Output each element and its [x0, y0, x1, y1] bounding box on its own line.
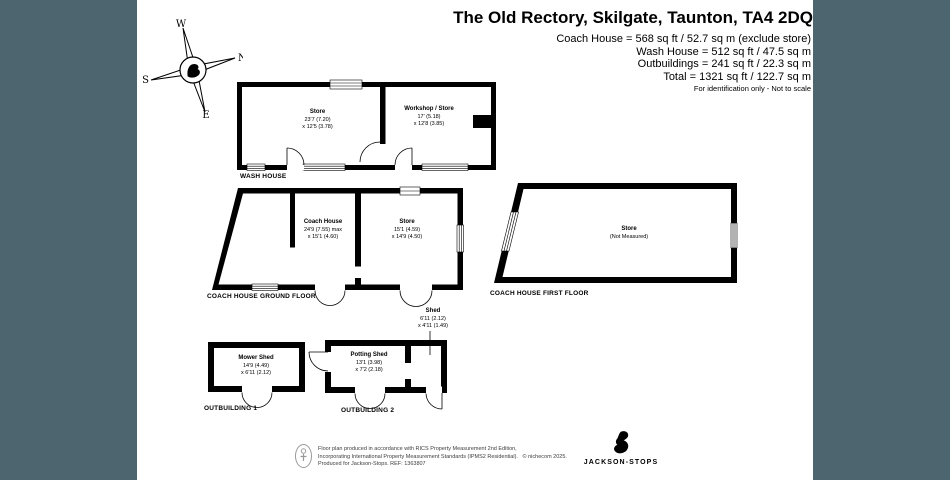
paper-background: [137, 0, 813, 480]
coach-house-first-plan: [494, 183, 738, 283]
outbuilding-2-walls: [325, 340, 447, 393]
compass-rose-icon: W N S E: [143, 19, 243, 118]
coach-house-ground-doors: [314, 283, 433, 307]
wash-house-windows: [246, 79, 469, 171]
outbuilding-2-title: OUTBUILDING 2: [341, 407, 395, 414]
compass-east-label: E: [202, 110, 209, 118]
coach-house-ground-plan: [212, 186, 464, 307]
outbuilding-2-doors: [308, 351, 443, 410]
area-summary: Coach House = 568 sq ft / 52.7 sq m (exc…: [556, 33, 811, 83]
wash-house-title: WASH HOUSE: [240, 173, 287, 180]
outbuilding-2-plan: [308, 331, 447, 410]
coach-house-ground-interior-walls: [290, 193, 361, 285]
mower-shed-label: Mower Shed 14'9 (4.49) x 6'11 (2.12): [238, 355, 274, 376]
jackson-stops-wordmark: JACKSON-STOPS: [583, 459, 659, 466]
wash-house-plan: [237, 79, 496, 171]
potting-shed-label: Potting Shed 13'1 (3.98) x 7'2 (2.18): [350, 352, 388, 373]
wash-house-workshop-label: Workshop / Store 17' (5.18) x 12'8 (3.85…: [404, 106, 454, 127]
footer-line-2: Incorporating International Property Mea…: [318, 453, 567, 460]
coach-house-first-title: COACH HOUSE FIRST FLOOR: [490, 290, 589, 297]
wash-house-doors: [286, 141, 413, 171]
footer-disclaimer: Floor plan produced in accordance with R…: [318, 446, 567, 469]
rics-person-icon: [295, 444, 312, 468]
coach-house-first-windows: [501, 211, 738, 252]
area-line-total: Total = 1321 sq ft / 122.7 sq m: [663, 70, 811, 83]
footer-copyright: © nichecom 2025.: [522, 453, 567, 460]
outbuilding-1-walls: [208, 342, 305, 392]
outbuilding-1-title: OUTBUILDING 1: [204, 405, 258, 412]
coach-house-ground-walls: [212, 188, 463, 290]
area-line-coach-house: Coach House = 568 sq ft / 52.7 sq m (exc…: [556, 33, 811, 45]
wash-house-store-label: Store 23'7 (7.20) x 12'5 (3.78): [302, 109, 333, 130]
area-line-wash-house: Wash House = 512 sq ft / 47.5 sq m: [636, 45, 811, 58]
outbuilding-1-plan: [208, 342, 305, 408]
coach-house-first-walls: [494, 183, 737, 283]
area-line-outbuildings: Outbuildings = 241 sq ft / 22.3 sq m: [637, 58, 811, 70]
identification-disclaimer: For identification only - Not to scale: [693, 84, 811, 93]
jackson-stops-bird-icon: [614, 431, 629, 454]
coach-house-first-store-label: Store (Not Measured): [609, 226, 649, 240]
compass-south-label: S: [143, 75, 149, 86]
shed-label: Shed 6'11 (2.12) x 4'11 (1.49): [418, 308, 448, 329]
compass-north-label: N: [238, 53, 243, 64]
wash-house-walls: [237, 82, 496, 170]
compass-letters: W N S E: [143, 19, 243, 118]
outbuilding-1-doors: [241, 385, 273, 408]
coach-house-ground-store-label: Store 15'1 (4.59) x 14'9 (4.50): [391, 219, 423, 240]
coach-house-ground-title: COACH HOUSE GROUND FLOOR: [207, 293, 316, 300]
compass-bird-icon: [187, 64, 200, 78]
coach-house-room-label: Coach House 24'9 (7.55) max x 15'1 (4.60…: [303, 219, 343, 240]
compass-west-label: W: [176, 19, 187, 30]
footer-line-3: Produced for Jackson-Stops. REF: 1363807: [318, 461, 426, 468]
footer-line-1: Floor plan produced in accordance with R…: [318, 446, 517, 452]
page-title: The Old Rectory, Skilgate, Taunton, TA4 …: [453, 8, 813, 27]
coach-house-ground-windows: [251, 186, 464, 291]
